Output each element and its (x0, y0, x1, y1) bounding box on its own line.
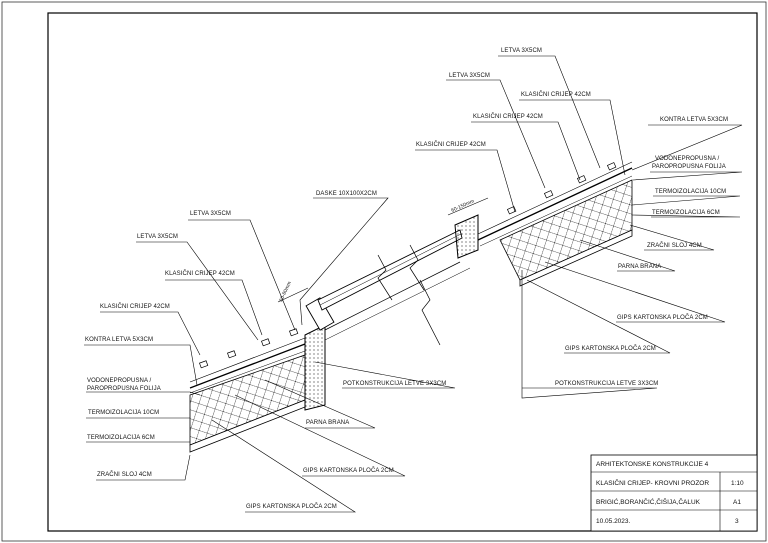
title-drawing: KLASIČNI CRIJEP- KROVNI PROZOR (596, 478, 709, 487)
labels-left-group: LETVA 3X5CM LETVA 3X5CM DASKE 10X100X2CM… (85, 191, 446, 510)
membrane-upper (479, 175, 633, 247)
label-potkonstrukcija: POTKONSTRUKCIJA LETVE 3X3CM (343, 381, 446, 387)
title-block: ARHITEKTONSKE KONSTRUKCIJE 4 KLASIČNI CR… (590, 454, 758, 532)
label-r-parna-brana: PARNA BRANA (618, 264, 661, 270)
label-r-potkonstrukcija: POTKONSTRUKCIJA LETVE 3X3CM (555, 381, 658, 387)
battens-lower (199, 328, 299, 369)
window-frame-upper (454, 214, 479, 259)
roof-section (189, 161, 633, 453)
label-r-crijep-2: KLASIČNI CRIJEP 42CM (473, 113, 543, 120)
label-r-termo-6: TERMOIZOLACIJA 6CM (652, 210, 720, 216)
tile-line-lower-2 (189, 337, 306, 383)
label-r-kontra-letva: KONTRA LETVA 5X3CM (660, 117, 728, 123)
label-r-folija-1: VODONEPROPUSNA / (655, 156, 720, 162)
title-authors: BRIGIĆ,BORANČIĆ,ČIŠIJA,ČALUK (596, 497, 701, 506)
label-letva-2: LETVA 3X5CM (137, 234, 178, 240)
dimension-labels: 60-80mm 60-150mm (278, 198, 475, 303)
leader-lines (84, 55, 743, 513)
labels-right-group: LETVA 3X5CM LETVA 3X5CM KLASIČNI CRIJEP … (416, 48, 728, 387)
label-r-folija-2: PAROPROPUSNA FOLIJA (652, 164, 726, 170)
gypsum-upper (519, 229, 633, 287)
label-r-zracni-sloj: ZRAČNI SLOJ 4CM (647, 242, 702, 249)
label-folija-2: PAROPROPUSNA FOLIJA (87, 386, 161, 392)
break-line-2 (419, 279, 441, 346)
dimension-60-150: 60-150mm (450, 198, 475, 214)
title-scale: 1:10 (731, 480, 744, 487)
label-gips-1: GIPS KARTONSKA PLOČA 2CM (303, 467, 394, 474)
title-course: ARHITEKTONSKE KONSTRUKCIJE 4 (596, 461, 709, 468)
membrane-lower (189, 350, 306, 394)
window-sash-lower (305, 297, 335, 331)
label-kontra-letva: KONTRA LETVA 5X3CM (85, 337, 153, 343)
window-lining-2 (324, 267, 471, 341)
title-sheet: 3 (735, 518, 739, 525)
label-letva-1: LETVA 3X5CM (190, 211, 231, 217)
label-r-letva-1: LETVA 3X5CM (501, 48, 542, 54)
break-line-3 (409, 244, 425, 291)
label-daske: DASKE 10X100X2CM (316, 191, 377, 197)
label-crijep-2: KLASIČNI CRIJEP 42CM (100, 303, 170, 310)
label-termo-6: TERMOIZOLACIJA 6CM (87, 435, 155, 441)
tile-line-lower (189, 343, 306, 389)
label-crijep-1: KLASIČNI CRIJEP 42CM (165, 270, 235, 277)
dimension-60-80: 60-80mm (278, 281, 293, 303)
label-r-crijep-1: KLASIČNI CRIJEP 42CM (521, 91, 591, 98)
label-parna-brana: PARNA BRANA (306, 420, 349, 426)
label-termo-10: TERMOIZOLACIJA 10CM (88, 410, 159, 416)
label-r-termo-10: TERMOIZOLACIJA 10CM (655, 189, 726, 195)
glazing-inner-line (319, 233, 462, 306)
label-r-gips-2: GIPS KARTONSKA PLOČA 2CM (565, 345, 656, 352)
break-line-1 (377, 254, 393, 301)
title-date: 10.05.2023. (596, 518, 631, 525)
label-r-gips-1: GIPS KARTONSKA PLOČA 2CM (617, 314, 708, 321)
window-frame-lower (304, 324, 326, 411)
label-gips-2: GIPS KARTONSKA PLOČA 2CM (246, 503, 337, 510)
tile-line-upper-2 (477, 161, 633, 235)
tile-line-upper (477, 167, 633, 241)
label-zracni-sloj: ZRAČNI SLOJ 4CM (97, 471, 152, 478)
label-r-crijep-3: KLASIČNI CRIJEP 42CM (416, 141, 486, 148)
label-folija-1: VODONEPROPUSNA / (87, 378, 152, 384)
drawing-frame (47, 12, 758, 532)
title-format: A1 (733, 499, 741, 506)
insulation-lower (189, 354, 306, 446)
label-r-letva-2: LETVA 3X5CM (449, 73, 490, 79)
window-lining (324, 261, 461, 331)
